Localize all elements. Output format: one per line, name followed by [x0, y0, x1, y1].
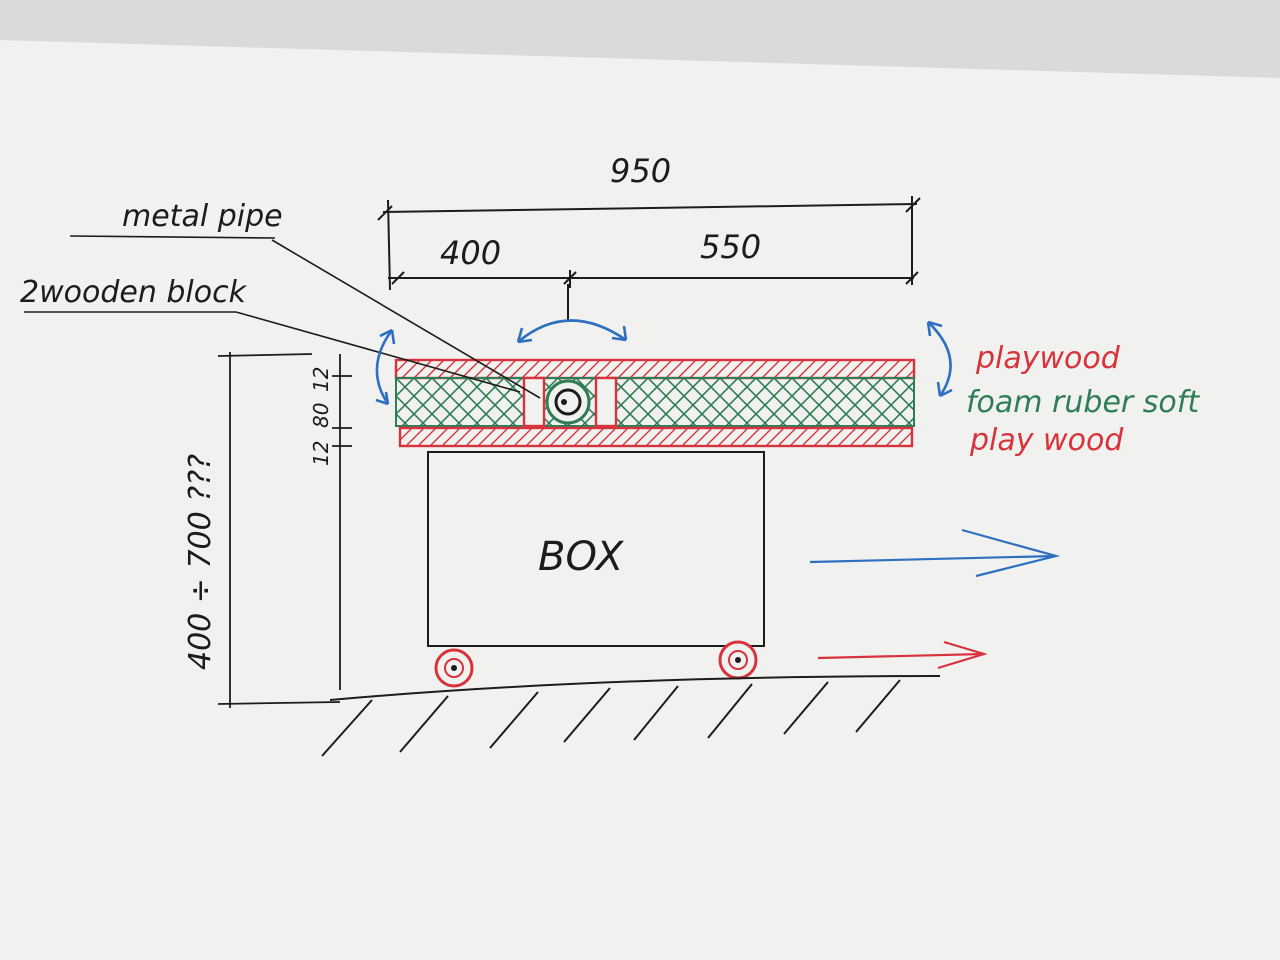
layer-thickness-dimension — [332, 354, 352, 690]
box-outline — [427, 451, 765, 647]
split-width-dimension — [388, 270, 919, 288]
layer-middle-label: 80 — [309, 403, 333, 428]
legend-bottom-layer: play wood — [969, 423, 1124, 458]
wooden-block-callout: 2wooden block — [20, 275, 248, 310]
left-width-label: 400 — [440, 234, 501, 272]
motion-arrow-blue — [809, 528, 1061, 578]
rotation-arrows — [375, 319, 953, 406]
layer-bottom-label: 12 — [309, 441, 333, 466]
total-width-label: 950 — [610, 152, 671, 190]
height-dimension — [217, 352, 341, 708]
legend-middle-layer: foam ruber soft — [966, 385, 1200, 420]
motion-arrow-red — [817, 640, 988, 670]
layer-top-label: 12 — [309, 367, 333, 392]
bottom-plywood-layer — [398, 426, 914, 448]
height-range-label: 400 ÷ 700 ??? — [183, 454, 218, 670]
foam-layer — [395, 377, 915, 427]
paper-sheet — [0, 40, 1280, 960]
wheel-right — [718, 640, 758, 680]
metal-pipe-inner — [554, 388, 582, 416]
wheel-left — [434, 648, 474, 688]
top-plywood-layer — [394, 358, 916, 380]
box-label: BOX — [538, 534, 625, 580]
ground — [321, 675, 941, 757]
wooden-block-left — [522, 376, 546, 428]
right-width-label: 550 — [700, 228, 761, 266]
metal-pipe-callout: metal pipe — [122, 199, 283, 234]
legend-top-layer: playwood — [975, 341, 1121, 376]
metal-pipe-center — [561, 399, 567, 405]
wooden-block-right — [594, 376, 618, 428]
total-width-dimension — [377, 196, 921, 291]
metal-pipe — [545, 379, 591, 425]
callout-leaders — [24, 235, 541, 399]
